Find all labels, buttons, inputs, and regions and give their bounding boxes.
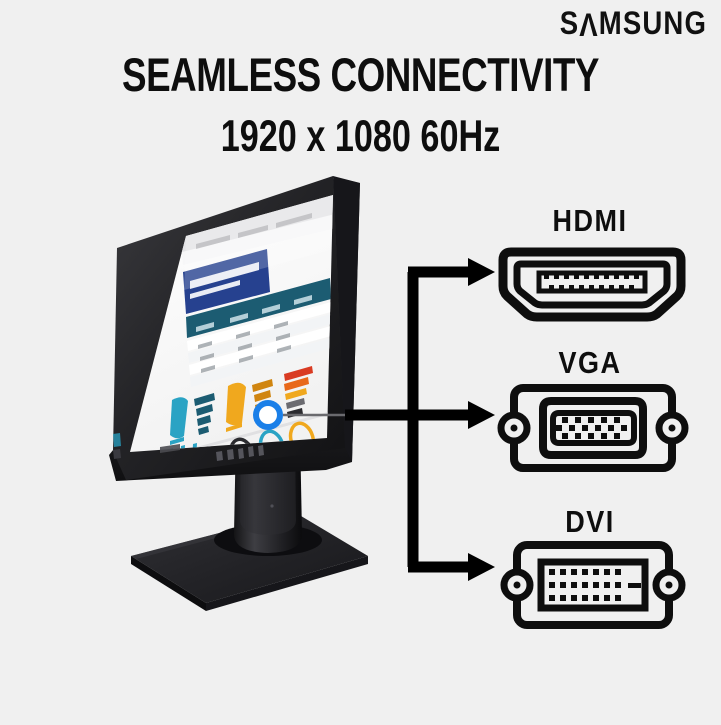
vga-port-icon [497,384,689,472]
brand-rest: MSUNG [598,5,707,42]
branch-lines [345,266,471,573]
monitor-bezel-logo [160,444,180,453]
dvi-label: DVI [565,505,615,539]
port-location-marker[interactable] [253,400,283,430]
samsung-logo: SVMSUNG [559,5,707,42]
page-subtitle: 1920 x 1080 60Hz [220,112,501,162]
monitor-panel [109,176,360,481]
brand-letter-s: S [559,5,580,42]
dvi-port-icon [500,541,686,629]
hdmi-pins [544,274,639,290]
vga-label: VGA [558,346,622,380]
dvi-pins [549,569,641,601]
chart-cone-teal [170,393,215,445]
monitor-side-ports [113,433,121,459]
hdmi-port-icon [498,247,686,322]
screen-content [155,195,333,452]
arrow-heads [468,258,495,581]
arrow-head-hdmi [468,258,495,286]
arrow-head-vga [468,401,495,429]
vga-pins [556,417,627,439]
page-title: SEAMLESS CONNECTIVITY [122,49,599,102]
hdmi-label: HDMI [552,204,628,238]
monitor-control-buttons[interactable] [216,445,264,461]
arrow-head-dvi [468,553,495,581]
